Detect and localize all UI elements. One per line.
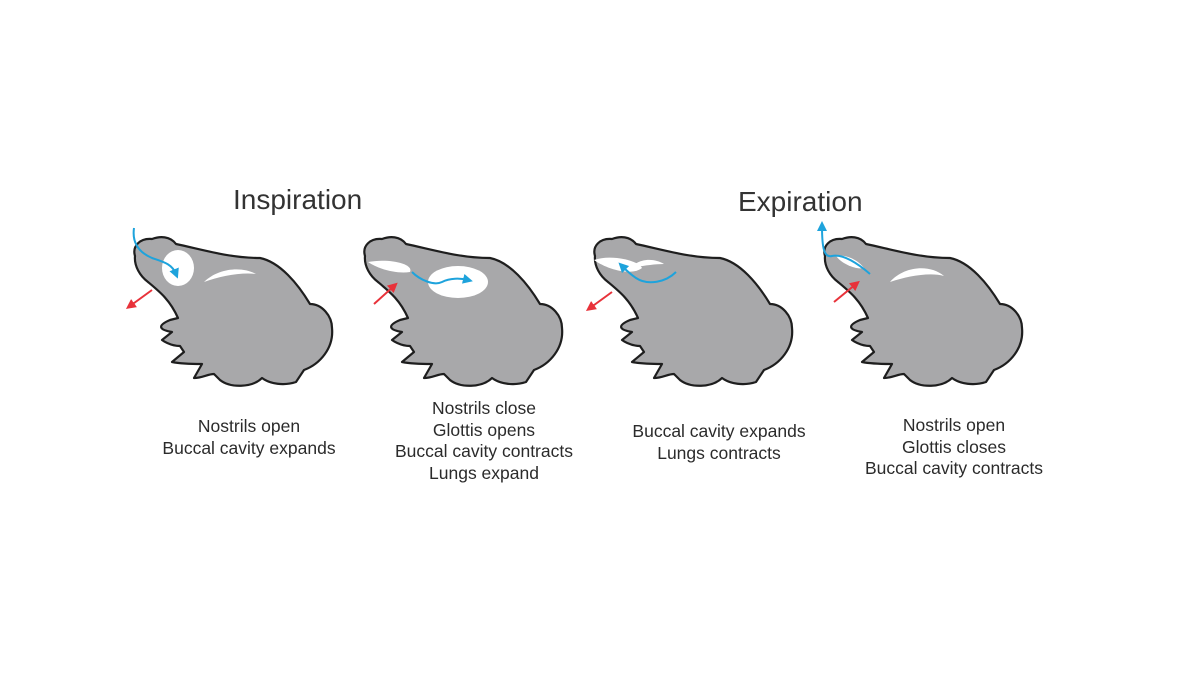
caption-stage-1: Nostrils open Buccal cavity expands: [119, 416, 379, 459]
caption-line: Glottis opens: [432, 419, 536, 440]
inspiration-heading: Inspiration: [233, 184, 363, 215]
air-flow-arrow: [411, 271, 473, 285]
caption-line: Nostrils close: [431, 398, 537, 418]
caption-line: Glottis closes: [901, 436, 1007, 457]
pressure-arrow: [833, 280, 860, 303]
lung: [428, 266, 488, 298]
caption-line: Buccal cavity contracts: [395, 441, 573, 461]
frog-diagram-stage-4: [817, 221, 1024, 387]
caption-line: Nostrils open: [197, 416, 301, 436]
pressure-arrow: [585, 291, 613, 311]
pressure-arrow: [125, 289, 153, 309]
caption-line: Buccal cavity expands: [162, 437, 336, 458]
buccal-cavity: [594, 257, 642, 272]
air-flow-arrow: [817, 221, 871, 275]
caption-line: Lungs expand: [429, 462, 539, 483]
caption-line: Buccal cavity expands: [632, 421, 806, 441]
caption-stage-2: Nostrils close Glottis opens Buccal cavi…: [354, 398, 614, 484]
buccal-cavity: [368, 260, 411, 273]
caption-line: Buccal cavity contracts: [865, 458, 1043, 478]
pressure-arrow: [373, 282, 398, 305]
lung: [204, 269, 256, 282]
expiration-heading: Expiration: [738, 186, 863, 217]
frog-silhouette: [823, 236, 1024, 387]
frog-diagram-stage-1: [125, 227, 334, 387]
frog-diagram-stage-3: [585, 236, 794, 387]
frog-silhouette: [363, 236, 564, 387]
lung: [890, 268, 944, 282]
frog-diagram-stage-2: [363, 236, 564, 387]
caption-line: Lungs contracts: [657, 442, 781, 463]
lung: [630, 259, 664, 268]
caption-stage-4: Nostrils open Glottis closes Buccal cavi…: [824, 415, 1084, 480]
frog-silhouette: [593, 236, 794, 387]
buccal-cavity: [162, 250, 194, 286]
air-flow-arrow: [618, 262, 677, 284]
caption-stage-3: Buccal cavity expands Lungs contracts: [589, 421, 849, 464]
air-flow-arrow: [132, 227, 179, 279]
caption-line: Nostrils open: [902, 415, 1006, 435]
